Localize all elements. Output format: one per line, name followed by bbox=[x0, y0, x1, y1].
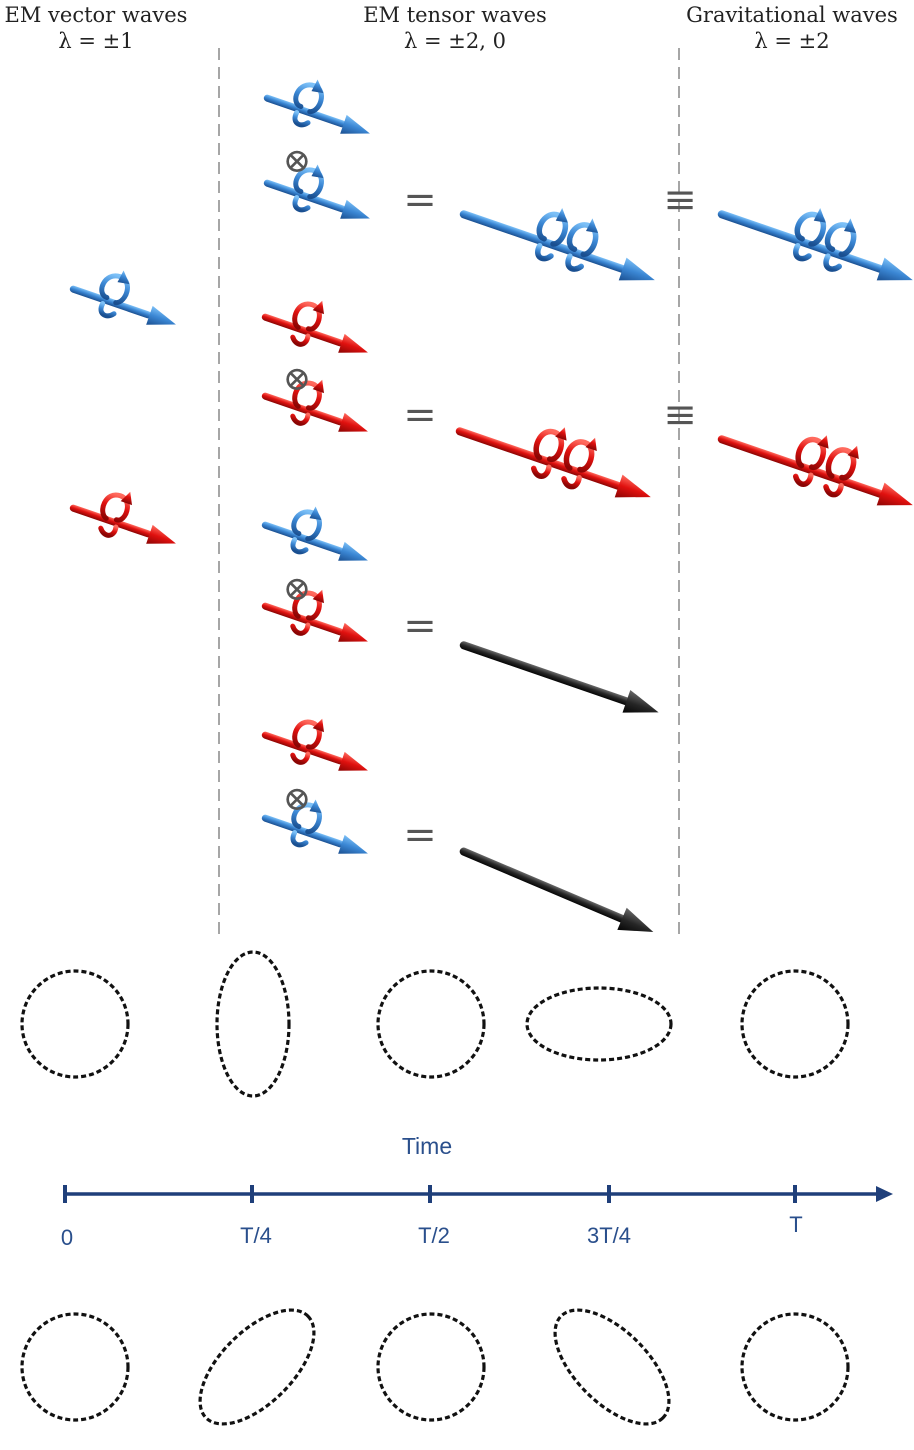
ring-circle bbox=[740, 1312, 850, 1422]
ring-circle bbox=[376, 969, 486, 1079]
ring-vertical-ellipse bbox=[215, 950, 291, 1098]
header-tensor: EM tensor waves λ = ±2, 0 bbox=[345, 2, 565, 54]
red-wave-icon bbox=[65, 475, 187, 557]
header-gravitational: Gravitational waves λ = ±2 bbox=[674, 2, 910, 54]
blue-wave-icon bbox=[259, 150, 381, 232]
red-wave-icon bbox=[257, 363, 379, 445]
header-tensor-helicity: λ = ±2, 0 bbox=[404, 29, 506, 53]
header-vector-title: EM vector waves bbox=[4, 3, 188, 27]
tick-label: 3T/4 bbox=[587, 1223, 631, 1248]
tick-label: T/4 bbox=[240, 1223, 272, 1248]
equals-sign: = bbox=[403, 812, 437, 858]
tensor-product-icon: ⊗ bbox=[283, 569, 312, 609]
plus-polarization-row bbox=[20, 950, 850, 1098]
scalar-wave-icon bbox=[455, 838, 658, 944]
cross-polarization-row bbox=[20, 1308, 850, 1426]
header-gravitational-helicity: λ = ±2 bbox=[754, 29, 830, 53]
tensor-product-icon: ⊗ bbox=[283, 359, 312, 399]
ring-horizontal-ellipse bbox=[525, 986, 673, 1062]
axis-title: Time bbox=[402, 1133, 452, 1159]
blue-double-wave-icon bbox=[713, 177, 914, 295]
time-axis: Time 0 T/4 T/2 3T/4 T bbox=[61, 1133, 893, 1250]
header-gravitational-title: Gravitational waves bbox=[686, 3, 898, 27]
header-tensor-title: EM tensor waves bbox=[363, 3, 547, 27]
red-wave-icon bbox=[257, 702, 379, 784]
ring-circle bbox=[740, 969, 850, 1079]
blue-wave-icon bbox=[257, 492, 379, 574]
tick-label: T/2 bbox=[418, 1223, 450, 1248]
header-vector-helicity: λ = ±1 bbox=[58, 29, 134, 53]
blue-double-wave-icon bbox=[455, 177, 667, 295]
blue-wave-icon bbox=[257, 785, 379, 867]
equivalent-sign: ≡ bbox=[663, 177, 697, 223]
ring-circle bbox=[20, 1312, 130, 1422]
scalar-wave-icon bbox=[456, 632, 663, 724]
red-double-wave-icon bbox=[451, 394, 663, 512]
red-wave-icon bbox=[257, 573, 379, 655]
header-vector: EM vector waves λ = ±1 bbox=[0, 2, 192, 54]
blue-wave-icon bbox=[65, 256, 187, 338]
blue-wave-icon bbox=[259, 65, 381, 147]
equals-sign: = bbox=[403, 603, 437, 649]
equals-sign: = bbox=[403, 392, 437, 438]
red-wave-icon bbox=[257, 284, 379, 366]
tensor-product-icon: ⊗ bbox=[283, 141, 312, 181]
tick-label: 0 bbox=[61, 1225, 73, 1250]
equivalent-sign: ≡ bbox=[663, 392, 697, 438]
ring-circle bbox=[376, 1312, 486, 1422]
red-double-wave-icon bbox=[713, 402, 914, 520]
ring-circle bbox=[20, 969, 130, 1079]
ring-tilted-ellipse bbox=[198, 1308, 316, 1426]
tensor-product-icon: ⊗ bbox=[283, 779, 312, 819]
tick-label: T bbox=[789, 1212, 802, 1237]
equals-sign: = bbox=[403, 177, 437, 223]
ring-tilted-ellipse bbox=[553, 1308, 671, 1426]
